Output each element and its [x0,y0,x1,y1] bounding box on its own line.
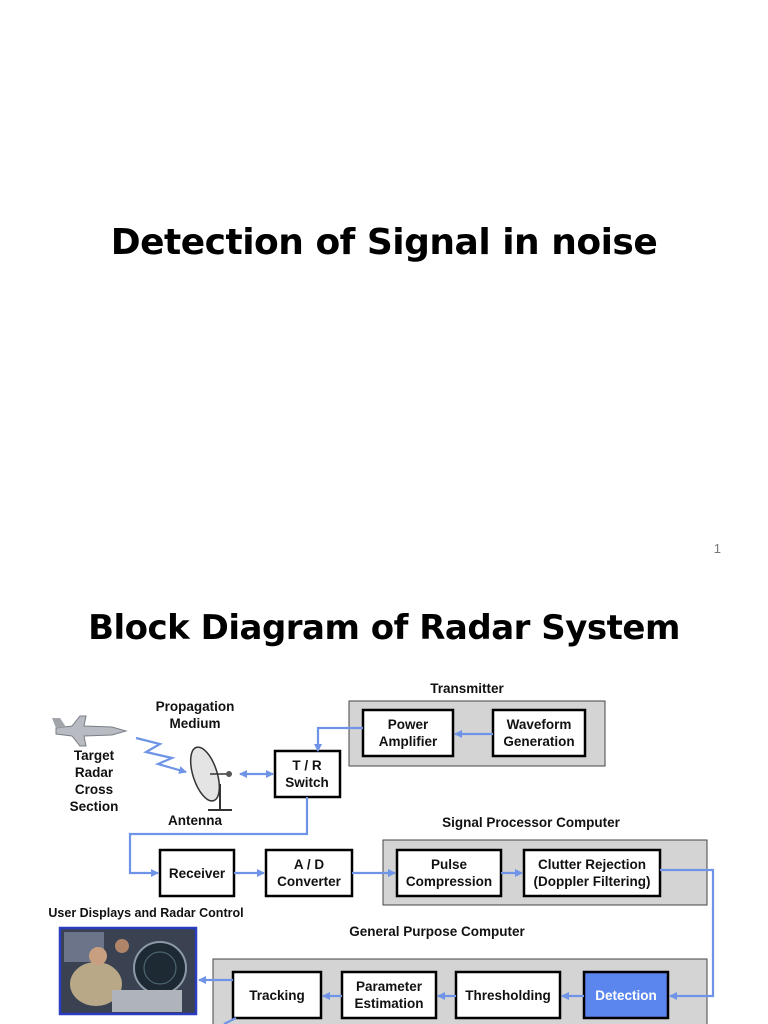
arrow-clutter-to-detection [660,868,715,1000]
radar-operators-photo [58,926,198,1016]
svg-text:Parameter: Parameter [356,979,423,994]
receiver-block: Receiver [158,848,236,898]
svg-text:Thresholding: Thresholding [465,988,551,1003]
arrow-tr-switch-to-receiver [128,797,309,877]
svg-text:Estimation: Estimation [354,996,423,1011]
user-displays-label: User Displays and Radar Control [48,906,243,920]
svg-text:Compression: Compression [406,874,492,889]
svg-text:Detection: Detection [595,988,657,1003]
thresholding-block: Thresholding [454,970,562,1020]
target-label-3: Cross [75,782,113,797]
transmitter-label: Transmitter [430,681,504,696]
aircraft-icon [52,715,128,747]
slide-2: Block Diagram of Radar System Transmitte… [0,576,768,1024]
page-number: 1 [713,541,721,556]
svg-text:A / D: A / D [294,857,325,872]
target-label-4: Section [70,799,119,814]
general-purpose-label: General Purpose Computer [349,924,525,939]
svg-text:Waveform: Waveform [507,717,572,732]
tracking-block: Tracking [231,970,323,1020]
propagation-label-1: Propagation [156,699,235,714]
waveform-generation-block: Waveform Generation [491,708,587,758]
target-label-1: Target [74,748,115,763]
svg-text:Amplifier: Amplifier [379,734,438,749]
svg-text:(Doppler Filtering): (Doppler Filtering) [534,874,651,889]
slide-2-title: Block Diagram of Radar System [88,608,680,648]
signal-processor-label: Signal Processor Computer [442,815,621,830]
parameter-estimation-block: Parameter Estimation [340,970,438,1020]
svg-text:T / R: T / R [292,758,321,773]
propagation-label-2: Medium [169,716,220,731]
antenna-label: Antenna [168,813,222,828]
detection-block: Detection [582,970,670,1020]
pulse-compression-block: Pulse Compression [395,848,503,898]
propagation-wave-icon [135,736,187,774]
svg-text:Tracking: Tracking [249,988,305,1003]
svg-text:Power: Power [388,717,429,732]
svg-text:Clutter Rejection: Clutter Rejection [538,857,646,872]
arrow-amplifier-to-tr-switch [314,726,363,752]
radar-block-diagram: Transmitter Signal Processor Computer Ge… [48,681,715,1024]
svg-text:Switch: Switch [285,775,329,790]
power-amplifier-block: Power Amplifier [361,708,455,758]
target-label-2: Radar [75,765,114,780]
svg-text:Receiver: Receiver [169,866,226,881]
svg-text:Pulse: Pulse [431,857,468,872]
slide-1-title: Detection of Signal in noise [110,222,658,263]
arrow-tracking-down [223,1017,237,1024]
antenna-icon [189,746,232,811]
ad-converter-block: A / D Converter [264,848,354,898]
svg-text:Converter: Converter [277,874,342,889]
tr-switch-block: T / R Switch [273,749,342,799]
svg-text:Generation: Generation [503,734,574,749]
slide-1: Detection of Signal in noise 1 [110,222,721,556]
clutter-rejection-block: Clutter Rejection (Doppler Filtering) [522,848,662,898]
